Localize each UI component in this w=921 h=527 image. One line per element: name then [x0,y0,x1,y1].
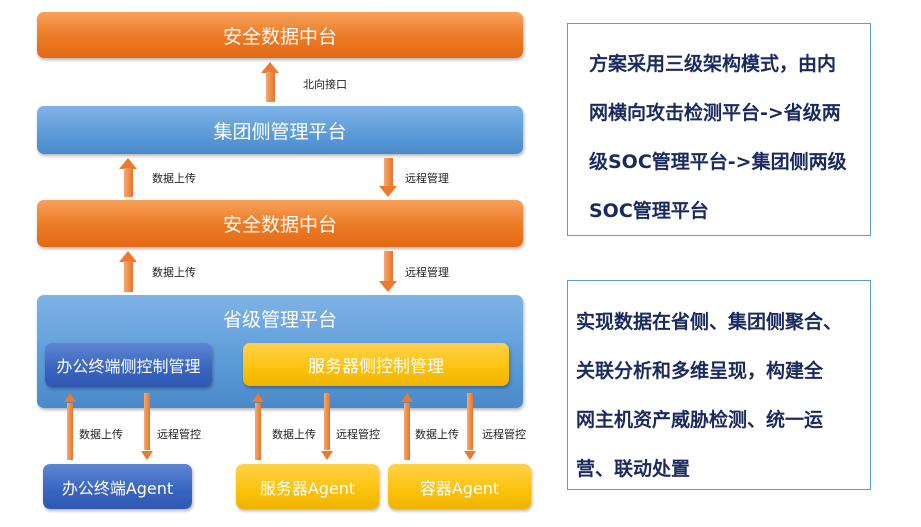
middle-security-data-platform: 安全数据中台 [37,200,523,247]
label: 省级管理平台 [222,309,337,331]
label: 办公终端侧控制管理 [56,357,201,376]
north-interface-label: 北向接口 [303,78,347,91]
remote-control-label: 远程管控 [336,428,380,441]
note-line: 网主机资产威胁检测、统一运 [576,409,824,431]
upload-label: 数据上传 [415,428,459,441]
capability-note: 实现数据在省侧、集团侧聚合、 关联分析和多维呈现，构建全 网主机资产威胁检测、统… [567,280,871,490]
group-management-platform: 集团侧管理平台 [37,106,523,154]
note-line: 级SOC管理平台->集团侧两级 [589,151,847,173]
label: 容器Agent [419,478,500,498]
arrow-down-icon [320,393,333,460]
upload-label: 数据上传 [152,172,196,185]
label: 服务器侧控制管理 [308,357,444,377]
arrow-down-icon [463,393,476,460]
upload-label: 数据上传 [272,428,316,441]
note-line: SOC管理平台 [589,200,709,222]
arrow-down-icon [379,251,397,292]
upload-label: 数据上传 [152,266,196,279]
office-terminal-agent: 办公终端Agent [43,464,192,509]
top-security-data-platform: 安全数据中台 [37,12,523,58]
label: 办公终端Agent [61,478,174,498]
remote-control-label: 远程管控 [482,428,526,441]
architecture-note: 方案采用三级架构模式，由内 网横向攻击检测平台->省级两 级SOC管理平台->集… [567,23,871,236]
arrow-down-icon [379,158,397,197]
note-line: 关联分析和多维呈现，构建全 [576,360,824,382]
arrow-down-icon [140,393,153,460]
server-control: 服务器侧控制管理 [243,343,509,386]
upload-label: 数据上传 [79,428,123,441]
container-agent: 容器Agent [388,464,531,509]
note-line: 方案采用三级架构模式，由内 [589,53,837,75]
label: 安全数据中台 [222,25,337,48]
note-line: 营、联动处置 [576,458,691,480]
note-line: 网横向攻击检测平台->省级两 [589,102,841,124]
arrow-up-icon [63,393,76,460]
arrow-up-icon [119,158,137,197]
arrow-up-icon [251,393,264,460]
label: 集团侧管理平台 [213,120,347,143]
remote-control-label: 远程管控 [157,428,201,441]
label: 安全数据中台 [222,214,337,236]
arrow-up-icon [261,62,279,102]
note-line: 实现数据在省侧、集团侧聚合、 [576,311,843,333]
remote-manage-label: 远程管理 [405,266,449,279]
arrow-up-icon [400,393,413,460]
arrow-up-icon [119,251,137,292]
remote-manage-label: 远程管理 [405,172,449,185]
label: 服务器Agent [259,478,356,498]
office-terminal-control: 办公终端侧控制管理 [45,343,212,387]
server-agent: 服务器Agent [236,464,379,509]
